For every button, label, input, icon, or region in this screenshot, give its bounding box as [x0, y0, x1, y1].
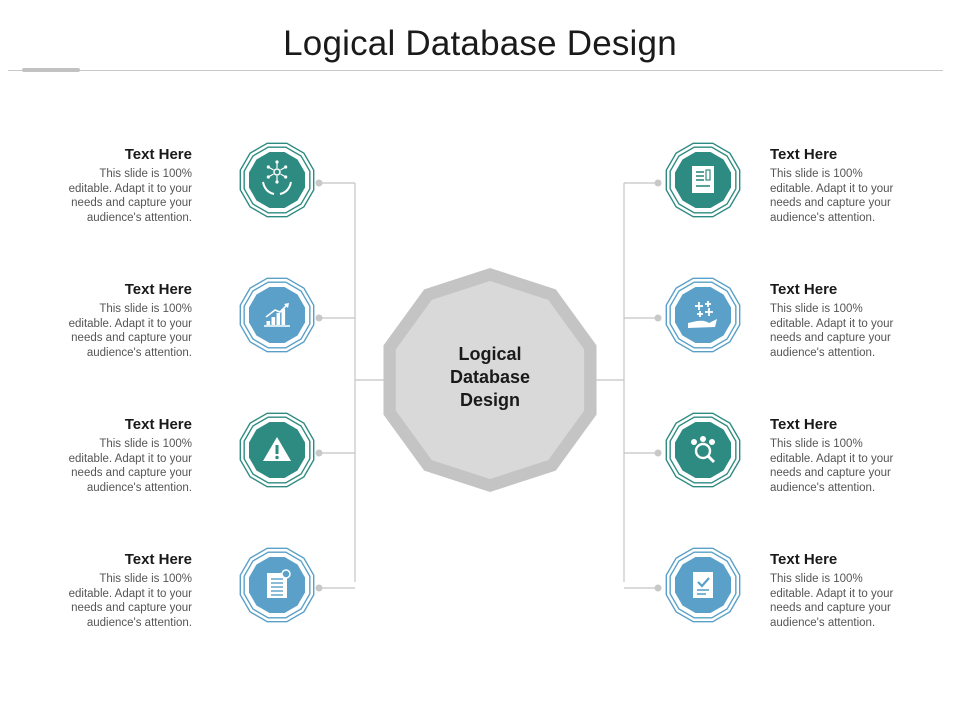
text-block-body-line: needs and capture your: [71, 467, 192, 479]
team-search-icon: [691, 436, 716, 464]
connector-lines: [319, 182, 660, 589]
center-label: Logical Database Design: [412, 343, 568, 412]
item-node-fill: [674, 286, 732, 344]
text-block-body: This slide is 100% editable. Adapt it to …: [770, 437, 940, 495]
connector-dot: [654, 314, 662, 322]
text-block-body-line: needs and capture your: [71, 197, 192, 209]
item-node: [665, 142, 741, 218]
connector-dot: [315, 449, 323, 457]
text-block-body-line: This slide is 100%: [770, 168, 863, 180]
text-block-body: This slide is 100% editable. Adapt it to …: [770, 167, 940, 225]
text-block-body: This slide is 100% editable. Adapt it to …: [22, 572, 192, 630]
connector-dot: [315, 314, 323, 322]
text-block-body-line: This slide is 100%: [99, 303, 192, 315]
text-block-body-line: This slide is 100%: [770, 438, 863, 450]
text-block-body-line: editable. Adapt it to your: [68, 182, 192, 195]
text-block-body-line: needs and capture your: [770, 332, 891, 344]
warning-triangle-icon: [263, 437, 291, 461]
text-block-body-line: audience's attention.: [770, 211, 876, 224]
text-block-body-line: editable. Adapt it to your: [770, 317, 894, 330]
document-icon: [267, 569, 291, 598]
text-block-heading: Text Here: [124, 551, 192, 568]
text-block-heading: Text Here: [124, 146, 192, 163]
text-block-body: This slide is 100% editable. Adapt it to …: [22, 437, 192, 495]
text-block-body-line: audience's attention.: [770, 481, 876, 494]
center-node-fill: [395, 281, 585, 479]
text-block-body-line: audience's attention.: [770, 616, 876, 629]
item-node-fill: [674, 421, 732, 479]
text-block-body-line: editable. Adapt it to your: [68, 587, 192, 600]
text-block-body-line: editable. Adapt it to your: [770, 587, 894, 600]
item-node: [239, 547, 315, 623]
checklist-icon: [693, 572, 713, 598]
text-block-body: This slide is 100% editable. Adapt it to …: [770, 302, 940, 360]
text-block-body-line: This slide is 100%: [99, 438, 192, 450]
item-node: [665, 412, 741, 488]
text-block-heading: Text Here: [124, 281, 192, 298]
item-node: [239, 142, 315, 218]
center-label-line: Design: [459, 390, 520, 410]
text-block-heading: Text Here: [770, 281, 838, 298]
item-node: [665, 277, 741, 353]
connector-dot: [654, 179, 662, 187]
text-block-body-line: needs and capture your: [770, 197, 891, 209]
connector-dot: [654, 449, 662, 457]
text-block-body-line: needs and capture your: [71, 332, 192, 344]
bar-chart-growth-icon: [264, 303, 290, 327]
connector-dot: [654, 584, 662, 592]
hand-sparkle-icon: [688, 301, 717, 328]
report-document-icon: [692, 166, 714, 193]
center-label-line: Database: [449, 367, 531, 387]
item-node: [239, 412, 315, 488]
item-node: [665, 547, 741, 623]
text-block-body-line: needs and capture your: [770, 602, 891, 614]
connector-dot: [315, 584, 323, 592]
slide-title: Logical Database Design: [283, 24, 677, 63]
text-block-body-line: needs and capture your: [71, 602, 192, 614]
text-block-body: This slide is 100% editable. Adapt it to …: [22, 302, 192, 360]
text-block-body-line: audience's attention.: [770, 346, 876, 359]
title-divider: [8, 70, 943, 71]
text-block-body-line: needs and capture your: [770, 467, 891, 479]
item-node: [239, 277, 315, 353]
text-block-heading: Text Here: [770, 551, 838, 568]
text-block-body-line: This slide is 100%: [770, 303, 863, 315]
text-block-heading: Text Here: [124, 416, 192, 433]
text-block-body-line: editable. Adapt it to your: [68, 317, 192, 330]
text-block-body-line: audience's attention.: [86, 346, 192, 359]
text-block-body-line: audience's attention.: [86, 481, 192, 494]
center-node: [383, 268, 597, 492]
text-block-heading: Text Here: [770, 416, 838, 433]
text-block-heading: Text Here: [770, 146, 838, 163]
text-block-body-line: editable. Adapt it to your: [770, 182, 894, 195]
text-block-body-line: editable. Adapt it to your: [68, 452, 192, 465]
hands-network-icon: [262, 160, 292, 195]
text-block-body-line: This slide is 100%: [99, 573, 192, 585]
text-block-body-line: audience's attention.: [86, 616, 192, 629]
text-block-body: This slide is 100% editable. Adapt it to …: [22, 167, 192, 225]
title-divider-accent: [22, 68, 80, 72]
text-block-body: This slide is 100% editable. Adapt it to …: [770, 572, 940, 630]
text-block-body-line: This slide is 100%: [99, 168, 192, 180]
text-block-body-line: This slide is 100%: [770, 573, 863, 585]
text-block-body-line: audience's attention.: [86, 211, 192, 224]
center-label-line: Logical: [458, 344, 522, 364]
connector-dot: [315, 179, 323, 187]
text-block-body-line: editable. Adapt it to your: [770, 452, 894, 465]
